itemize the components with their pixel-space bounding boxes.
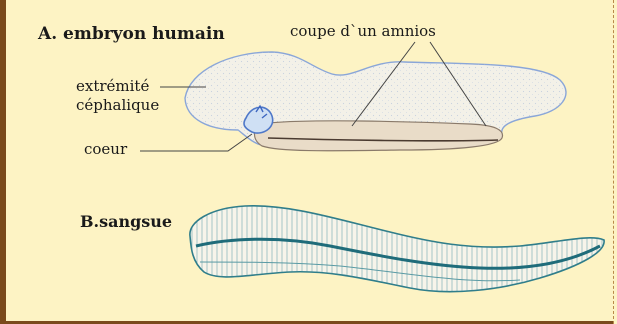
panel-b-title: B.sangsue — [80, 212, 172, 231]
leech-segments — [190, 206, 604, 292]
amnios-section — [255, 121, 503, 151]
embryo-illustration — [185, 52, 566, 151]
head-label-line1: extrémité — [76, 77, 149, 96]
head-label-line2: céphalique — [76, 96, 159, 115]
heart-label: coeur — [84, 140, 127, 159]
panel-a-title: A. embryon humain — [38, 24, 225, 44]
leech-illustration — [190, 206, 604, 292]
heart-leader-line — [140, 134, 252, 151]
amnios-label: coupe d`un amnios — [290, 22, 436, 41]
